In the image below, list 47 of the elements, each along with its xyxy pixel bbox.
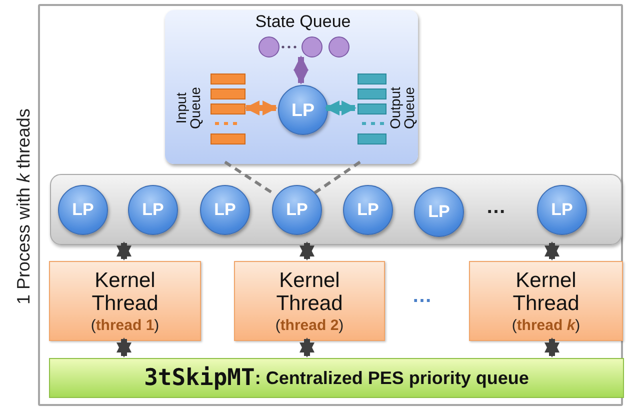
queue-title: Input Queue (174, 86, 202, 132)
ellipsis-label: … (486, 196, 506, 219)
double-arrow (116, 338, 132, 358)
priority-queue-bar (49, 358, 624, 398)
double-arrow (294, 56, 308, 84)
lp-circle (343, 185, 393, 235)
detail-panel (165, 10, 418, 164)
kernel-title: Kernel Thread (275, 268, 344, 314)
lp-circle (200, 185, 250, 235)
dashed-line (314, 160, 361, 194)
lp-label: LP (357, 200, 379, 220)
queue-description: : Centralized PES priority queue (254, 368, 529, 388)
lp-row-band (50, 174, 622, 245)
lp-circle (278, 85, 328, 135)
kernel-thread-box (234, 261, 385, 341)
kernel-title: Kernel Thread (512, 268, 580, 314)
queue-title: Output Queue (388, 86, 416, 132)
double-arrow (244, 100, 278, 116)
kernel-thread-box (469, 261, 623, 341)
lp-label: LP (286, 200, 308, 220)
lp-circle (58, 185, 108, 235)
double-arrow (300, 338, 314, 358)
double-arrow (544, 338, 560, 358)
thread-label: (thread 1) (90, 316, 160, 334)
queue-name: 3tSkipMT (144, 365, 255, 391)
lp-circle (128, 185, 178, 235)
lp-circle (414, 187, 464, 237)
lp-label: LP (142, 200, 164, 220)
ellipsis-label: … (412, 285, 432, 308)
side-label: 1 Process with k threads (14, 107, 34, 307)
double-arrow (544, 242, 560, 260)
lp-circle (272, 185, 322, 235)
lp-label: LP (214, 200, 236, 220)
lp-label: LP (72, 200, 94, 220)
lp-label: LP (428, 202, 450, 222)
lp-label: LP (291, 100, 314, 120)
dashed-line (224, 160, 274, 195)
double-arrow (300, 242, 314, 260)
kernel-thread-box (49, 261, 201, 341)
lp-label: LP (551, 200, 573, 220)
thread-label: (thread 2) (275, 316, 344, 334)
kernel-title: Kernel Thread (90, 268, 160, 314)
queue-title: State Queue (254, 12, 352, 32)
double-arrow (324, 100, 356, 116)
double-arrow (116, 242, 132, 260)
thread-label: (thread k) (512, 316, 580, 334)
lp-circle (537, 185, 587, 235)
